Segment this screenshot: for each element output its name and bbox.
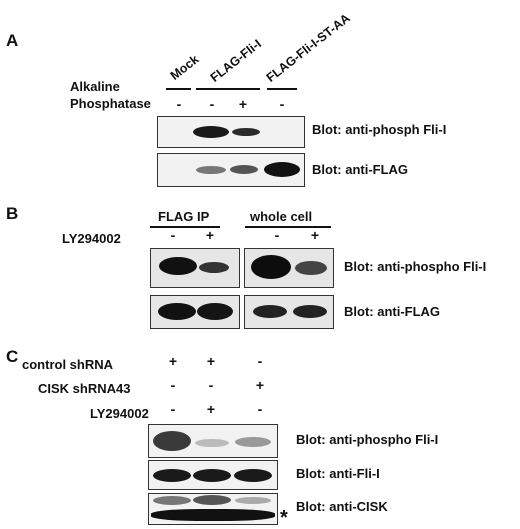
sign-c-3-1: - [170, 401, 176, 417]
band [253, 305, 287, 318]
blot-b-whole-flag [244, 295, 334, 329]
blot-b-ip-flag [150, 295, 240, 329]
blot-b-ip-phospho [150, 248, 240, 288]
band [251, 255, 291, 279]
band [193, 469, 231, 482]
band [193, 495, 231, 505]
band [295, 261, 327, 275]
sign-b-1: - [170, 227, 176, 243]
column-label-flag-fli-i-st-aa: FLAG-Fli-I-ST-AA [263, 11, 353, 85]
ly294002-label-b: LY294002 [62, 231, 121, 246]
blot-c-fli-i-label: Blot: anti-Fli-I [296, 466, 380, 481]
band [193, 126, 229, 138]
band [158, 303, 196, 320]
sign-c-2-2: - [208, 377, 214, 393]
blot-a-phospho [157, 116, 305, 148]
band [196, 166, 226, 174]
blot-c-phospho-label: Blot: anti-phospho Fli-I [296, 432, 439, 447]
band [153, 469, 191, 482]
flag-fli-i-st-aa-underline [267, 88, 297, 90]
band [153, 431, 191, 451]
whole-cell-label: whole cell [250, 209, 313, 224]
blot-c-cisk [148, 493, 278, 525]
whole-cell-underline [245, 226, 331, 228]
blot-b-whole-phospho [244, 248, 334, 288]
band [199, 262, 229, 273]
blot-b-flag-label: Blot: anti-FLAG [344, 304, 441, 319]
mock-underline [166, 88, 191, 90]
flag-ip-label: FLAG IP [158, 209, 210, 224]
flag-ip-underline [150, 226, 220, 228]
sign-a-4: - [279, 96, 285, 112]
sign-c-2-1: - [170, 377, 176, 393]
ly294002-label-c: LY294002 [90, 406, 149, 421]
sign-c-3-2: + [206, 401, 216, 417]
column-label-flag-fli-i: FLAG-Fli-I [207, 36, 264, 85]
phosphatase-label: Phosphatase [70, 96, 151, 111]
band [151, 509, 275, 521]
band [234, 469, 272, 482]
blot-a-phospho-label: Blot: anti-phosph Fli-I [312, 122, 447, 137]
control-shrna-label: control shRNA [22, 357, 113, 372]
column-label-mock: Mock [167, 52, 202, 83]
band [293, 305, 327, 318]
panel-c-letter: C [6, 347, 19, 366]
blot-a-flag-label: Blot: anti-FLAG [312, 162, 409, 177]
band [230, 165, 258, 174]
blot-b-phospho-label: Blot: anti-phospho Fli-I [344, 259, 487, 274]
panel-a-letter: A [6, 31, 19, 50]
sign-b-3: - [274, 227, 280, 243]
flag-fli-i-underline [196, 88, 260, 90]
blot-c-phospho [148, 424, 278, 458]
band [235, 497, 271, 504]
sign-c-1-1: + [168, 353, 178, 369]
sign-b-2: + [205, 227, 215, 243]
sign-c-1-2: + [206, 353, 216, 369]
panel-b-letter: B [6, 204, 19, 223]
asterisk-marker: * [280, 507, 288, 529]
sign-c-2-3: + [255, 377, 265, 393]
blot-a-flag [157, 153, 305, 187]
blot-c-cisk-label: Blot: anti-CISK [296, 499, 388, 514]
band [195, 439, 229, 447]
band [264, 162, 300, 177]
band [232, 128, 260, 136]
sign-a-1: - [176, 96, 182, 112]
alkaline-label: Alkaline [70, 79, 120, 94]
sign-b-4: + [310, 227, 320, 243]
sign-a-2: - [209, 96, 215, 112]
sign-c-3-3: - [257, 401, 263, 417]
band [159, 257, 197, 275]
cisk-shrna43-label: CISK shRNA43 [38, 381, 131, 396]
band [197, 303, 233, 320]
blot-c-fli-i [148, 460, 278, 490]
sign-c-1-3: - [257, 353, 263, 369]
band [235, 437, 271, 447]
band [153, 496, 191, 505]
sign-a-3: + [238, 96, 248, 112]
